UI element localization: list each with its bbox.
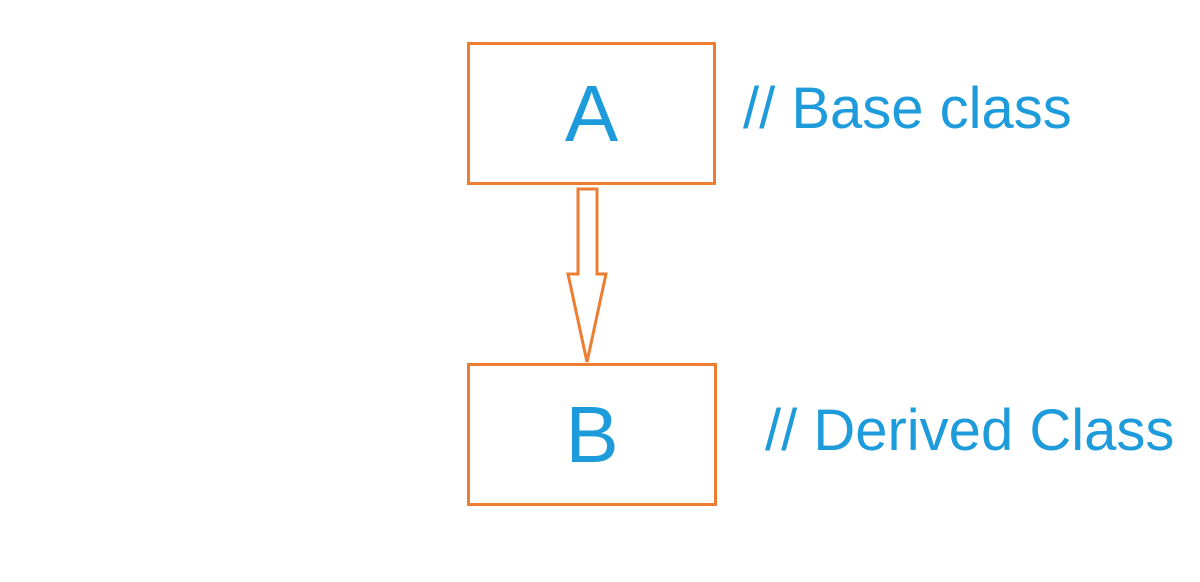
class-box-b: B <box>467 363 717 506</box>
inheritance-arrow-shape <box>566 187 608 363</box>
class-label-a: A <box>564 68 619 158</box>
class-label-b: B <box>565 389 619 479</box>
base-class-comment: // Base class <box>743 76 1072 141</box>
derived-class-comment: // Derived Class <box>765 398 1175 463</box>
class-box-a: A <box>467 42 716 185</box>
